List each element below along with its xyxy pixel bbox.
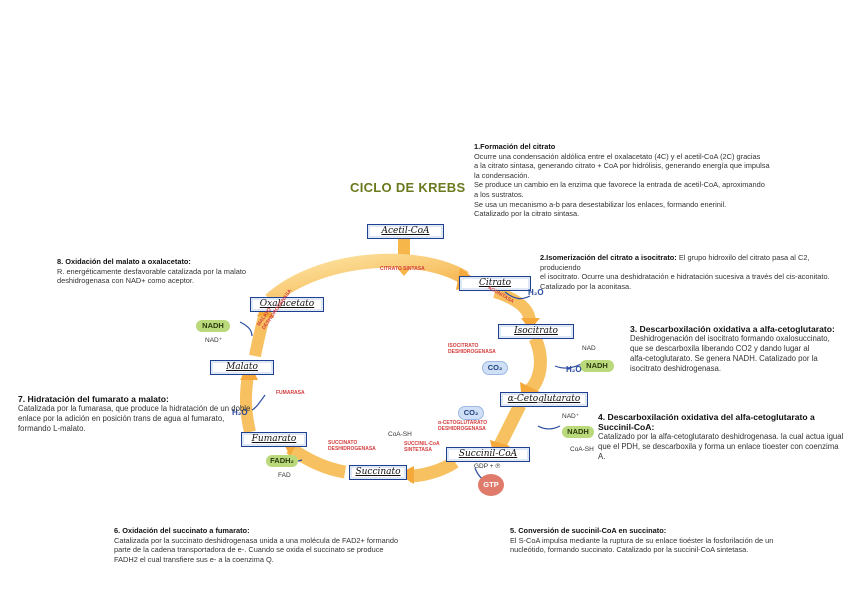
step-1-text: 1.Formación del citrato Ocurre una conde…: [474, 142, 804, 219]
step-6-heading: 6. Oxidación del succinato a fumarato:: [114, 526, 250, 535]
step-7-line: Catalizada por la fumarasa, que produce …: [18, 404, 251, 413]
nad-label-malato: NAD⁺: [205, 337, 223, 344]
diagram-title: CICLO DE KREBS: [350, 180, 466, 195]
step-3-line: isocitrato deshidrogenasa.: [630, 364, 722, 373]
step-6-line: parte de la cadena transportadora de e-.…: [114, 545, 384, 555]
step-8-text: 8. Oxidación del malato a oxalacetato: R…: [57, 257, 287, 286]
arc-bottom: [409, 456, 459, 483]
co2-badge-iso: CO₂: [482, 361, 508, 375]
enzyme-citrato-sintasa: CITRATO SINTASA: [380, 266, 425, 272]
step-4-text: 4. Descarboxilación oxidativa del alfa-c…: [598, 412, 846, 462]
coash-label-ceto: CoA-SH: [570, 446, 594, 453]
step-3-text: 3. Descarboxilación oxidativa a alfa-cet…: [630, 324, 845, 374]
step-6-line: Catalizada por la succinato deshidrogena…: [114, 535, 399, 545]
step-7-line: formando L-malato.: [18, 424, 86, 433]
step-7-line: enlace por la adición en posición trans …: [18, 414, 225, 423]
step-5-heading: 5. Conversión de succinil-CoA en succina…: [510, 526, 667, 535]
fadh2-badge: FADH₂: [266, 455, 298, 467]
node-acetil-coa: Acetil-CoA: [367, 224, 444, 239]
step-3-line: Deshidrogenación del isocitrato formando…: [630, 334, 830, 343]
step-1-line: Se usa un mecanismo a-b para desestabili…: [474, 199, 727, 209]
step-8-heading: 8. Oxidación del malato a oxalacetato:: [57, 257, 191, 266]
step-2-line: el isocitrato. Ocurre una deshidratación…: [540, 272, 830, 282]
step-3-heading: 3. Descarboxilación oxidativa a alfa-cet…: [630, 324, 835, 334]
step-8-line: deshidrogenasa con NAD+ como aceptor.: [57, 276, 195, 286]
arc-iso-ceto: [525, 335, 547, 395]
step-2-line: El grupo hidroxilo del citrato pasa al C…: [540, 253, 810, 272]
nadh-badge-ceto: NADH: [562, 426, 594, 438]
gtp-badge: GTP: [478, 474, 504, 496]
step-5-text: 5. Conversión de succinil-CoA en succina…: [510, 526, 820, 555]
step-4-line: que el PDH, se descarboxila y forma un e…: [598, 442, 839, 461]
h2o-aconitasa: H₂O: [528, 288, 544, 297]
h2o-fumarasa: H₂O: [232, 408, 248, 417]
step-3-line: alfa-cetoglutarato. Se genera NADH. Cata…: [630, 354, 818, 363]
enzyme-cetoglutarato-dh: α-CETOGLUTARATO DESHIDROGENASA: [438, 420, 488, 432]
nadh-badge-malato: NADH: [196, 320, 230, 332]
enzyme-succinato-dh: SUCCINATO DESHIDROGENASA: [328, 440, 376, 452]
co2-badge-ceto: CO₂: [458, 406, 484, 420]
node-succinato: Succinato: [349, 465, 407, 480]
nad-label-ceto: NAD⁺: [562, 413, 580, 420]
node-cetoglutarato: α-Cetoglutarato: [500, 392, 588, 407]
node-isocitrato: Isocitrato: [498, 324, 574, 339]
node-fumarato: Fumarato: [241, 432, 307, 447]
step-1-line: Catalizado por la citrato sintasa.: [474, 209, 580, 219]
arc-top: [265, 253, 469, 306]
node-malato: Malato: [210, 360, 274, 375]
enzyme-succinil-sintetasa: SUCCINIL-CoA SINTETASA: [404, 441, 440, 453]
step-2-text: 2.Isomerización del citrato a isocitrato…: [540, 253, 830, 291]
step-8-line: R. energéticamente desfavorable cataliza…: [57, 266, 246, 276]
step-1-line: la condensación.: [474, 170, 530, 180]
coash-label-succinil: CoA-SH: [388, 431, 412, 438]
node-oxalacetato: Oxalacetato: [250, 297, 324, 312]
step-4-line: Catalizado por la alfa-cetoglutarato des…: [598, 432, 844, 441]
enzyme-fumarasa: FUMARASA: [276, 390, 305, 396]
step-2-heading: 2.Isomerización del citrato a isocitrato…: [540, 253, 677, 262]
h2o-iso: H₂O: [566, 365, 582, 374]
step-3-line: que se descarboxila liberando CO2 y dand…: [630, 344, 810, 353]
step-6-line: FADH2 el cual transfiere sus e- a la coe…: [114, 554, 274, 564]
step-6-text: 6. Oxidación del succinato a fumarato: C…: [114, 526, 424, 564]
step-5-line: El S-CoA impulsa mediante la ruptura de …: [510, 535, 774, 545]
step-7-text: 7. Hidratación del fumarato a malato: Ca…: [18, 394, 258, 434]
step-1-line: Ocurre una condensación aldólica entre e…: [474, 151, 761, 161]
step-1-heading: 1.Formación del citrato: [474, 142, 556, 151]
step-1-line: a los sustratos.: [474, 189, 524, 199]
node-succinil-coa: Succinil-CoA: [446, 447, 530, 462]
nad-label-iso: NAD: [582, 345, 596, 352]
fad-label: FAD: [278, 472, 291, 479]
gdp-label: GDP + ℗: [474, 463, 501, 470]
node-citrato: Citrato: [459, 276, 531, 291]
enzyme-isocitrato-dh: ISOCITRATO DESHIDROGENASA: [448, 343, 496, 355]
step-5-line: nucleótido, formando succinato. Cataliza…: [510, 545, 749, 555]
arc-ceto-succinil: [494, 402, 526, 448]
nadh-badge-iso: NADH: [580, 360, 614, 372]
step-2-line: Catalizado por la aconitasa.: [540, 281, 632, 291]
step-7-heading: 7. Hidratación del fumarato a malato:: [18, 394, 169, 404]
step-1-line: Se produce un cambio en la enzima que fa…: [474, 180, 765, 190]
step-1-line: a la citrato sintasa, generando citrato …: [474, 161, 770, 171]
step-4-heading: 4. Descarboxilación oxidativa del alfa-c…: [598, 412, 815, 432]
